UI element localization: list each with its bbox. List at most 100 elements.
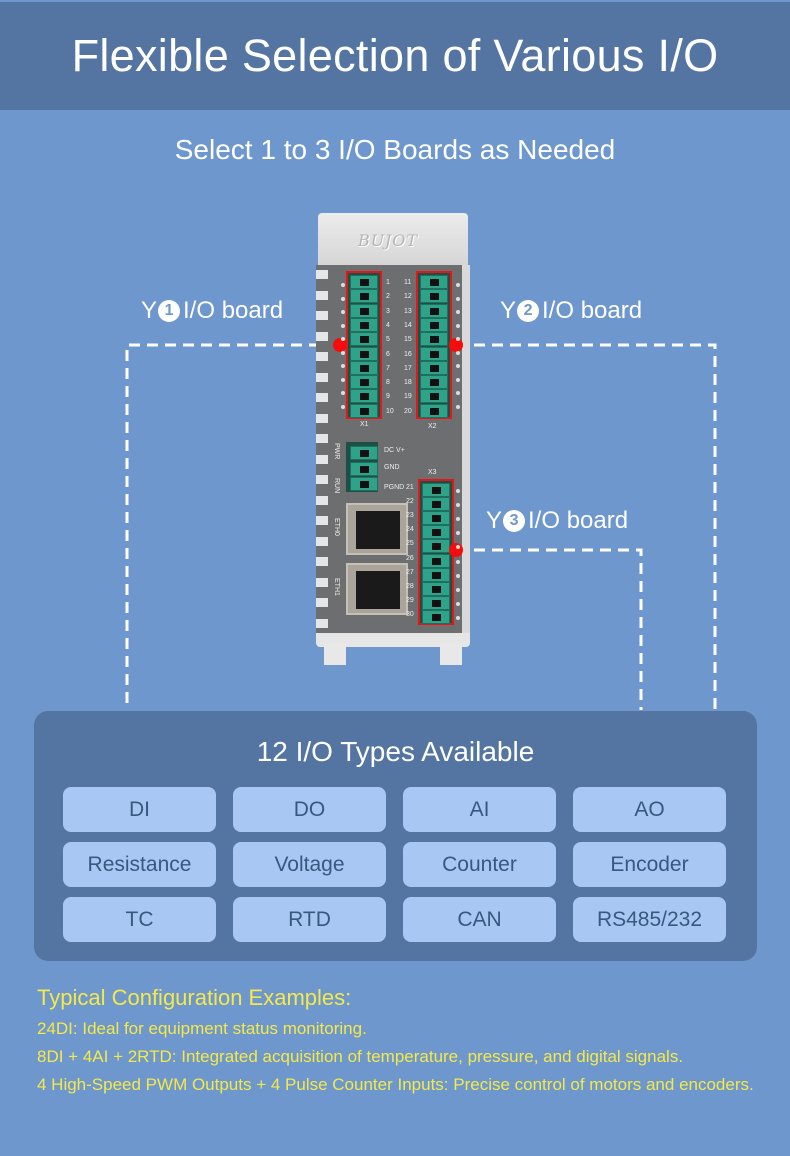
terminal-slot [422,609,450,624]
indicator-led [456,615,460,620]
indicator-led [456,391,460,395]
y1-connector-line [125,343,338,710]
pin-number: 11 [404,279,412,286]
io-type-ai: AI [403,787,556,832]
indicator-led [456,573,460,578]
pin-number: 22 [406,498,414,506]
pin-number: 5 [386,336,390,344]
io-type-rtd: RTD [233,897,386,942]
y1-prefix: Y [141,297,158,324]
pin-number: 1 [386,279,390,286]
y2-board-label: Y 2 I/O board [500,297,642,325]
indicator-led [456,587,460,592]
terminal-slot [350,461,378,476]
io-type-voltage: Voltage [233,842,386,887]
terminal-slot [420,303,448,318]
terminal-slot [420,375,448,390]
indicator-led [341,391,345,395]
pin-number: 2 [386,293,390,301]
eth1-port [346,563,408,615]
io-type-resistance: Resistance [63,842,216,887]
cooling-fin [316,413,328,423]
terminal-slot [422,525,450,540]
pin-number: 20 [404,407,412,415]
x1-terminal-block [346,271,382,419]
terminal-slot [420,317,448,332]
io-type-do: DO [233,787,386,832]
pin-number: 16 [404,350,412,358]
config-line-8di-4ai-2rtd: 8DI + 4AI + 2RTD: Integrated acquisition… [37,1047,684,1066]
config-line-24di: 24DI: Ideal for equipment status monitor… [37,1019,367,1038]
terminal-slot [422,581,450,596]
io-type-ao: AO [573,787,726,832]
x3-terminal-block [418,479,454,625]
cooling-fin [316,475,328,484]
pwr-led-label: PWR [333,443,340,460]
y2-connector-line [456,343,717,710]
cooling-fin [316,454,328,464]
indicator-led [341,337,345,341]
x3-label: X3 [428,469,437,476]
pin-number: 24 [406,526,414,534]
din-clip-left [324,643,346,665]
indicator-led [456,283,460,287]
y1-board-label: Y 1 I/O board [141,297,283,325]
cooling-fin [316,372,328,382]
cooling-fin [316,536,328,546]
pin-number: 29 [406,596,414,604]
y3-label-text: I/O board [528,507,629,534]
io-type-encoder: Encoder [573,842,726,887]
terminal-slot [422,483,450,497]
y3-prefix: Y [486,507,503,534]
pin-number: 13 [404,307,412,315]
indicator-led [341,310,345,314]
indicator-led [341,350,345,355]
header-banner: Flexible Selection of Various I/O [0,0,790,110]
indicator-led [341,323,345,328]
pin-number: 30 [406,610,414,618]
io-type-tc: TC [63,897,216,942]
terminal-slot [350,289,378,304]
pin-number: 3 [386,307,390,315]
indicator-led [456,296,460,301]
terminal-slot [350,332,378,347]
terminal-slot [422,539,450,554]
indicator-led [341,404,345,409]
indicator-led [456,531,460,536]
terminal-slot [420,289,448,304]
indicator-led [341,296,345,301]
indicator-led [456,323,460,328]
pin-number: 26 [406,554,414,562]
terminal-slot [420,389,448,404]
indicator-led [456,364,460,368]
pin-number: 21 [406,484,414,491]
cooling-fin [316,557,328,566]
y3-number-badge: 3 [503,510,526,532]
pgnd-label: PGND [384,484,405,491]
indicator-led [456,545,460,550]
indicator-led [456,559,460,564]
pin-number: 18 [404,379,412,387]
din-clip-right [440,643,462,665]
eth1-label: ETH1 [333,578,340,596]
config-examples: Typical Configuration Examples: 24DI: Id… [37,985,767,1099]
config-line-pwm-counter: 4 High-Speed PWM Outputs + 4 Pulse Count… [37,1075,754,1094]
terminal-slot [350,446,378,460]
io-type-counter: Counter [403,842,556,887]
indicator-led [456,377,460,382]
connector-lines [125,343,717,710]
pin-number: 7 [386,364,390,372]
terminal-slot [420,346,448,361]
io-types-panel: 12 I/O Types Available DI DO AI AO Resis… [34,711,757,961]
terminal-slot [350,346,378,361]
terminal-slot [420,332,448,347]
terminal-slot [350,375,378,390]
io-type-rs485-232: RS485/232 [573,897,726,942]
terminal-slot [350,317,378,332]
config-title: Typical Configuration Examples: [37,985,352,1010]
terminal-slot [422,497,450,512]
dc-v-plus-label: DC V+ [384,447,405,454]
brand-logo: BUJOT [358,231,419,250]
terminal-slot [350,477,378,491]
indicator-led [341,364,345,368]
